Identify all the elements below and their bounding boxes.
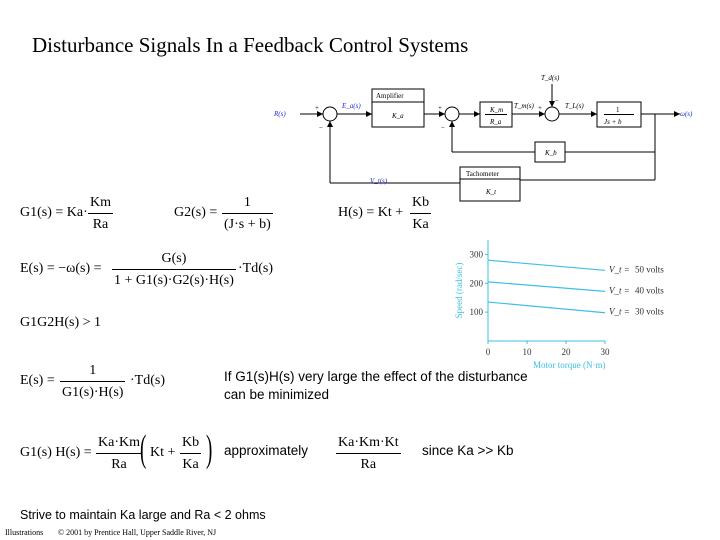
kb-gain: K_b [544, 149, 557, 157]
tach-gain: K_t [485, 188, 497, 196]
tl-signal-label: T_L(s) [565, 102, 584, 110]
sum1-minus: − [319, 124, 323, 132]
g1-den: Ra [88, 213, 113, 232]
tm-signal-label: T_m(s) [514, 102, 535, 110]
sum2-minus: − [441, 124, 445, 132]
approximately-label: approximately [224, 443, 309, 458]
x-axis-label: Motor torque (N·m) [533, 360, 605, 370]
r-signal-label: R(s) [273, 110, 286, 118]
series-prefix-2: V_t = [609, 285, 630, 295]
g1-lhs: G1(s) = Ka· [20, 205, 88, 220]
e-tail: ·Td(s) [238, 261, 273, 276]
footer-left: Illustrations [5, 528, 44, 537]
omega-output-label: ω(s) [680, 110, 693, 118]
x-tick-label: 20 [562, 347, 572, 357]
approx-f1-num: Ka·Km [98, 435, 140, 450]
plant-den: Js + b [604, 118, 622, 126]
y-tick-label: 300 [470, 249, 484, 259]
x-tick-label: 30 [601, 347, 611, 357]
sum2-plus: + [438, 104, 442, 112]
approx-lhs: G1(s) H(s) = [20, 445, 92, 460]
amplifier-label: Amplifier [376, 92, 404, 100]
h-num: Kb [412, 195, 430, 210]
e-fraction: G(s) 1 + G1(s)·G2(s)·H(s) [112, 252, 236, 288]
ea-signal-label: E_a(s) [341, 102, 361, 110]
speed-line-1 [487, 259, 606, 271]
e2-tail: ·Td(s) [130, 373, 165, 388]
e2-num: 1 [89, 363, 97, 378]
series-label-1: 50 volts [635, 264, 664, 274]
disturbance-note: If G1(s)H(s) very large the effect of th… [224, 369, 528, 402]
approx-fraction-2: Kb Ka [180, 435, 202, 472]
e2-fraction: 1 G1(s)·H(s) [60, 363, 126, 400]
x-tick-label: 10 [523, 347, 533, 357]
left-paren: ( [140, 428, 147, 470]
series-prefix-1: V_t = [609, 264, 630, 274]
sum1-plus: + [315, 104, 319, 112]
x-tick-label: 0 [486, 347, 491, 357]
g2-num: 1 [243, 195, 251, 210]
g1-num: Km [90, 195, 111, 210]
g2-fraction: 1 (J·s + b) [222, 196, 273, 232]
footer-right: © 2001 by Prentice Hall, Upper Saddle Ri… [58, 528, 217, 537]
g1-fraction: Km Ra [88, 196, 113, 232]
sum3-minus: − [555, 97, 559, 105]
series-label-2: 40 volts [635, 285, 664, 295]
approx-f2-den: Ka [180, 453, 202, 472]
h-den: Ka [410, 213, 432, 232]
approx-f1-den: Ra [96, 453, 142, 472]
motor-gain-den: R_a [489, 118, 502, 126]
inequality: G1G2H(s) > 1 [20, 315, 101, 330]
e2-den: G1(s)·H(s) [60, 381, 126, 400]
g2-den: (J·s + b) [222, 213, 273, 232]
approx-f3-num: Ka·Km·Kt [338, 435, 399, 450]
e-den: 1 + G1(s)·G2(s)·H(s) [112, 269, 236, 288]
e-num: G(s) [161, 251, 187, 266]
vt-signal-label: V_t(s) [370, 177, 388, 185]
approx-fraction-3: Ka·Km·Kt Ra [336, 436, 401, 472]
series-prefix-3: V_t = [609, 307, 630, 317]
g2-lhs: G2(s) = [174, 205, 218, 220]
block-diagram: R(s) E_a(s) V_t(s) ω(s) Amplifier K_a K_… [273, 74, 693, 202]
approx-f3-den: Ra [336, 453, 401, 472]
e-lhs: E(s) = −ω(s) = [20, 261, 102, 276]
h-fraction: Kb Ka [410, 195, 432, 232]
h-lhs: H(s) = Kt + [338, 205, 404, 220]
amplifier-gain: K_a [391, 112, 404, 120]
td-signal-label: T_d(s) [541, 74, 560, 82]
plant-num: 1 [616, 106, 620, 114]
y-tick-label: 200 [470, 278, 484, 288]
y-axis-label: Speed (rad/sec) [454, 263, 464, 319]
e2-lhs: E(s) = [20, 373, 55, 388]
page-title: Disturbance Signals In a Feedback Contro… [32, 33, 469, 57]
approx-fraction-1: Ka·Km Ra [96, 436, 142, 472]
y-tick-label: 100 [470, 307, 484, 317]
speed-line-2 [487, 281, 606, 292]
strive-note: Strive to maintain Ka large and Ra < 2 o… [20, 508, 266, 522]
sum3-plus: + [538, 104, 542, 112]
approx-f2-num: Kb [182, 435, 200, 450]
motor-gain-num: K_m [489, 106, 503, 114]
right-paren: ) [206, 428, 213, 470]
speed-line-3 [487, 301, 606, 314]
since-label: since Ka >> Kb [422, 443, 514, 458]
approx-kt: Kt + [150, 445, 176, 460]
series-label-3: 30 volts [635, 307, 664, 317]
tachometer-label: Tachometer [466, 170, 500, 178]
